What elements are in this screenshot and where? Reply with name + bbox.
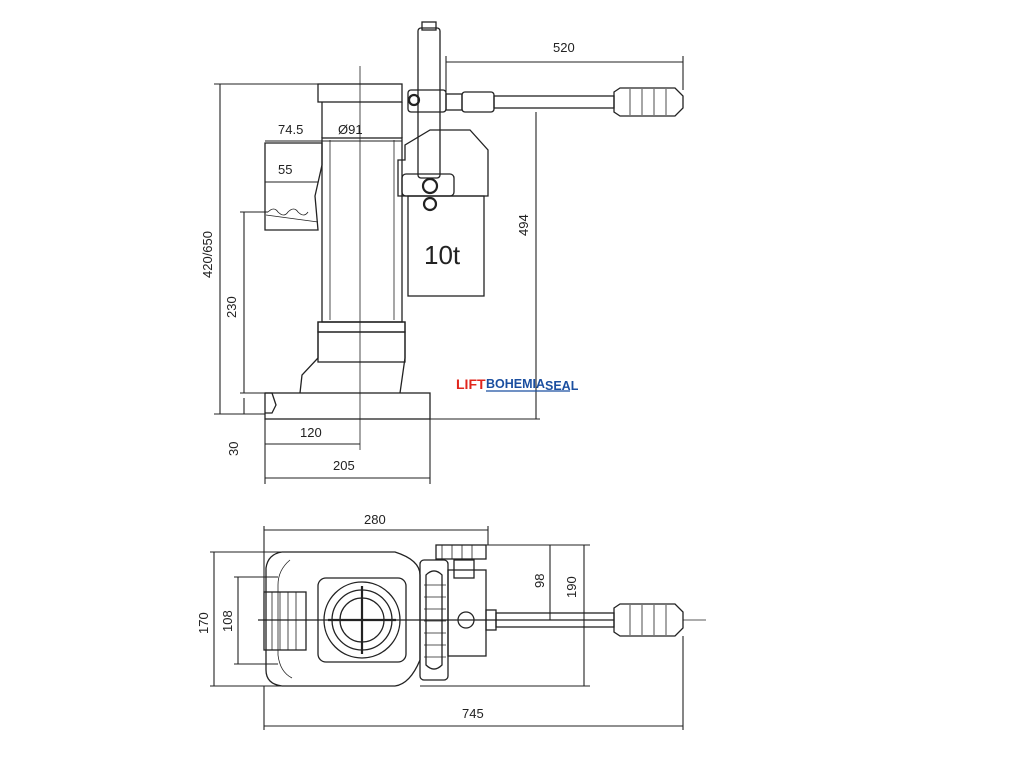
dim-494: 494 [516,214,531,236]
pump-body-top [447,569,487,657]
handle-socket [417,27,441,179]
brand-seal: SEAL [545,379,579,393]
dim-520: 520 [553,40,575,55]
dim-745: 745 [462,706,484,721]
side-view: 10t [264,21,684,450]
dim-205: 205 [333,458,355,473]
dim-108: 108 [220,610,235,632]
toe-serration [267,208,309,216]
top-handle-grip [613,603,684,637]
capacity-label: 10t [424,240,461,270]
handle-grip [613,87,684,117]
dim-55: 55 [278,162,292,177]
dim-230: 230 [224,296,239,318]
brand-lift: LIFT [456,376,486,392]
dim-30: 30 [226,442,241,456]
dim-74-5: 74.5 [278,122,303,137]
dim-120: 120 [300,425,322,440]
base-outline [265,551,421,687]
dim-98: 98 [532,574,547,588]
toe-block [263,591,307,651]
top-view-dimensions: 280 98 190 170 108 745 [196,512,684,730]
toe-lower [265,392,277,414]
side-view-dimensions: 520 494 420/650 74.5 Ø91 55 230 30 120 [200,40,684,484]
dim-280: 280 [364,512,386,527]
brand-logo: LIFT BOHEMIA SEAL [456,376,579,393]
dim-diameter-91: Ø91 [338,122,363,137]
base-plate [264,392,431,420]
pump-valve-icon [421,177,439,195]
dim-420-650: 420/650 [200,231,215,278]
dim-170: 170 [196,612,211,634]
ram-cylinder [321,137,403,323]
brand-bohemia: BOHEMIA [486,377,545,391]
toe-upper [264,142,323,231]
pump-handle-bar [493,95,615,109]
top-view [258,544,706,687]
dim-190: 190 [564,576,579,598]
pump-housing [397,129,489,197]
